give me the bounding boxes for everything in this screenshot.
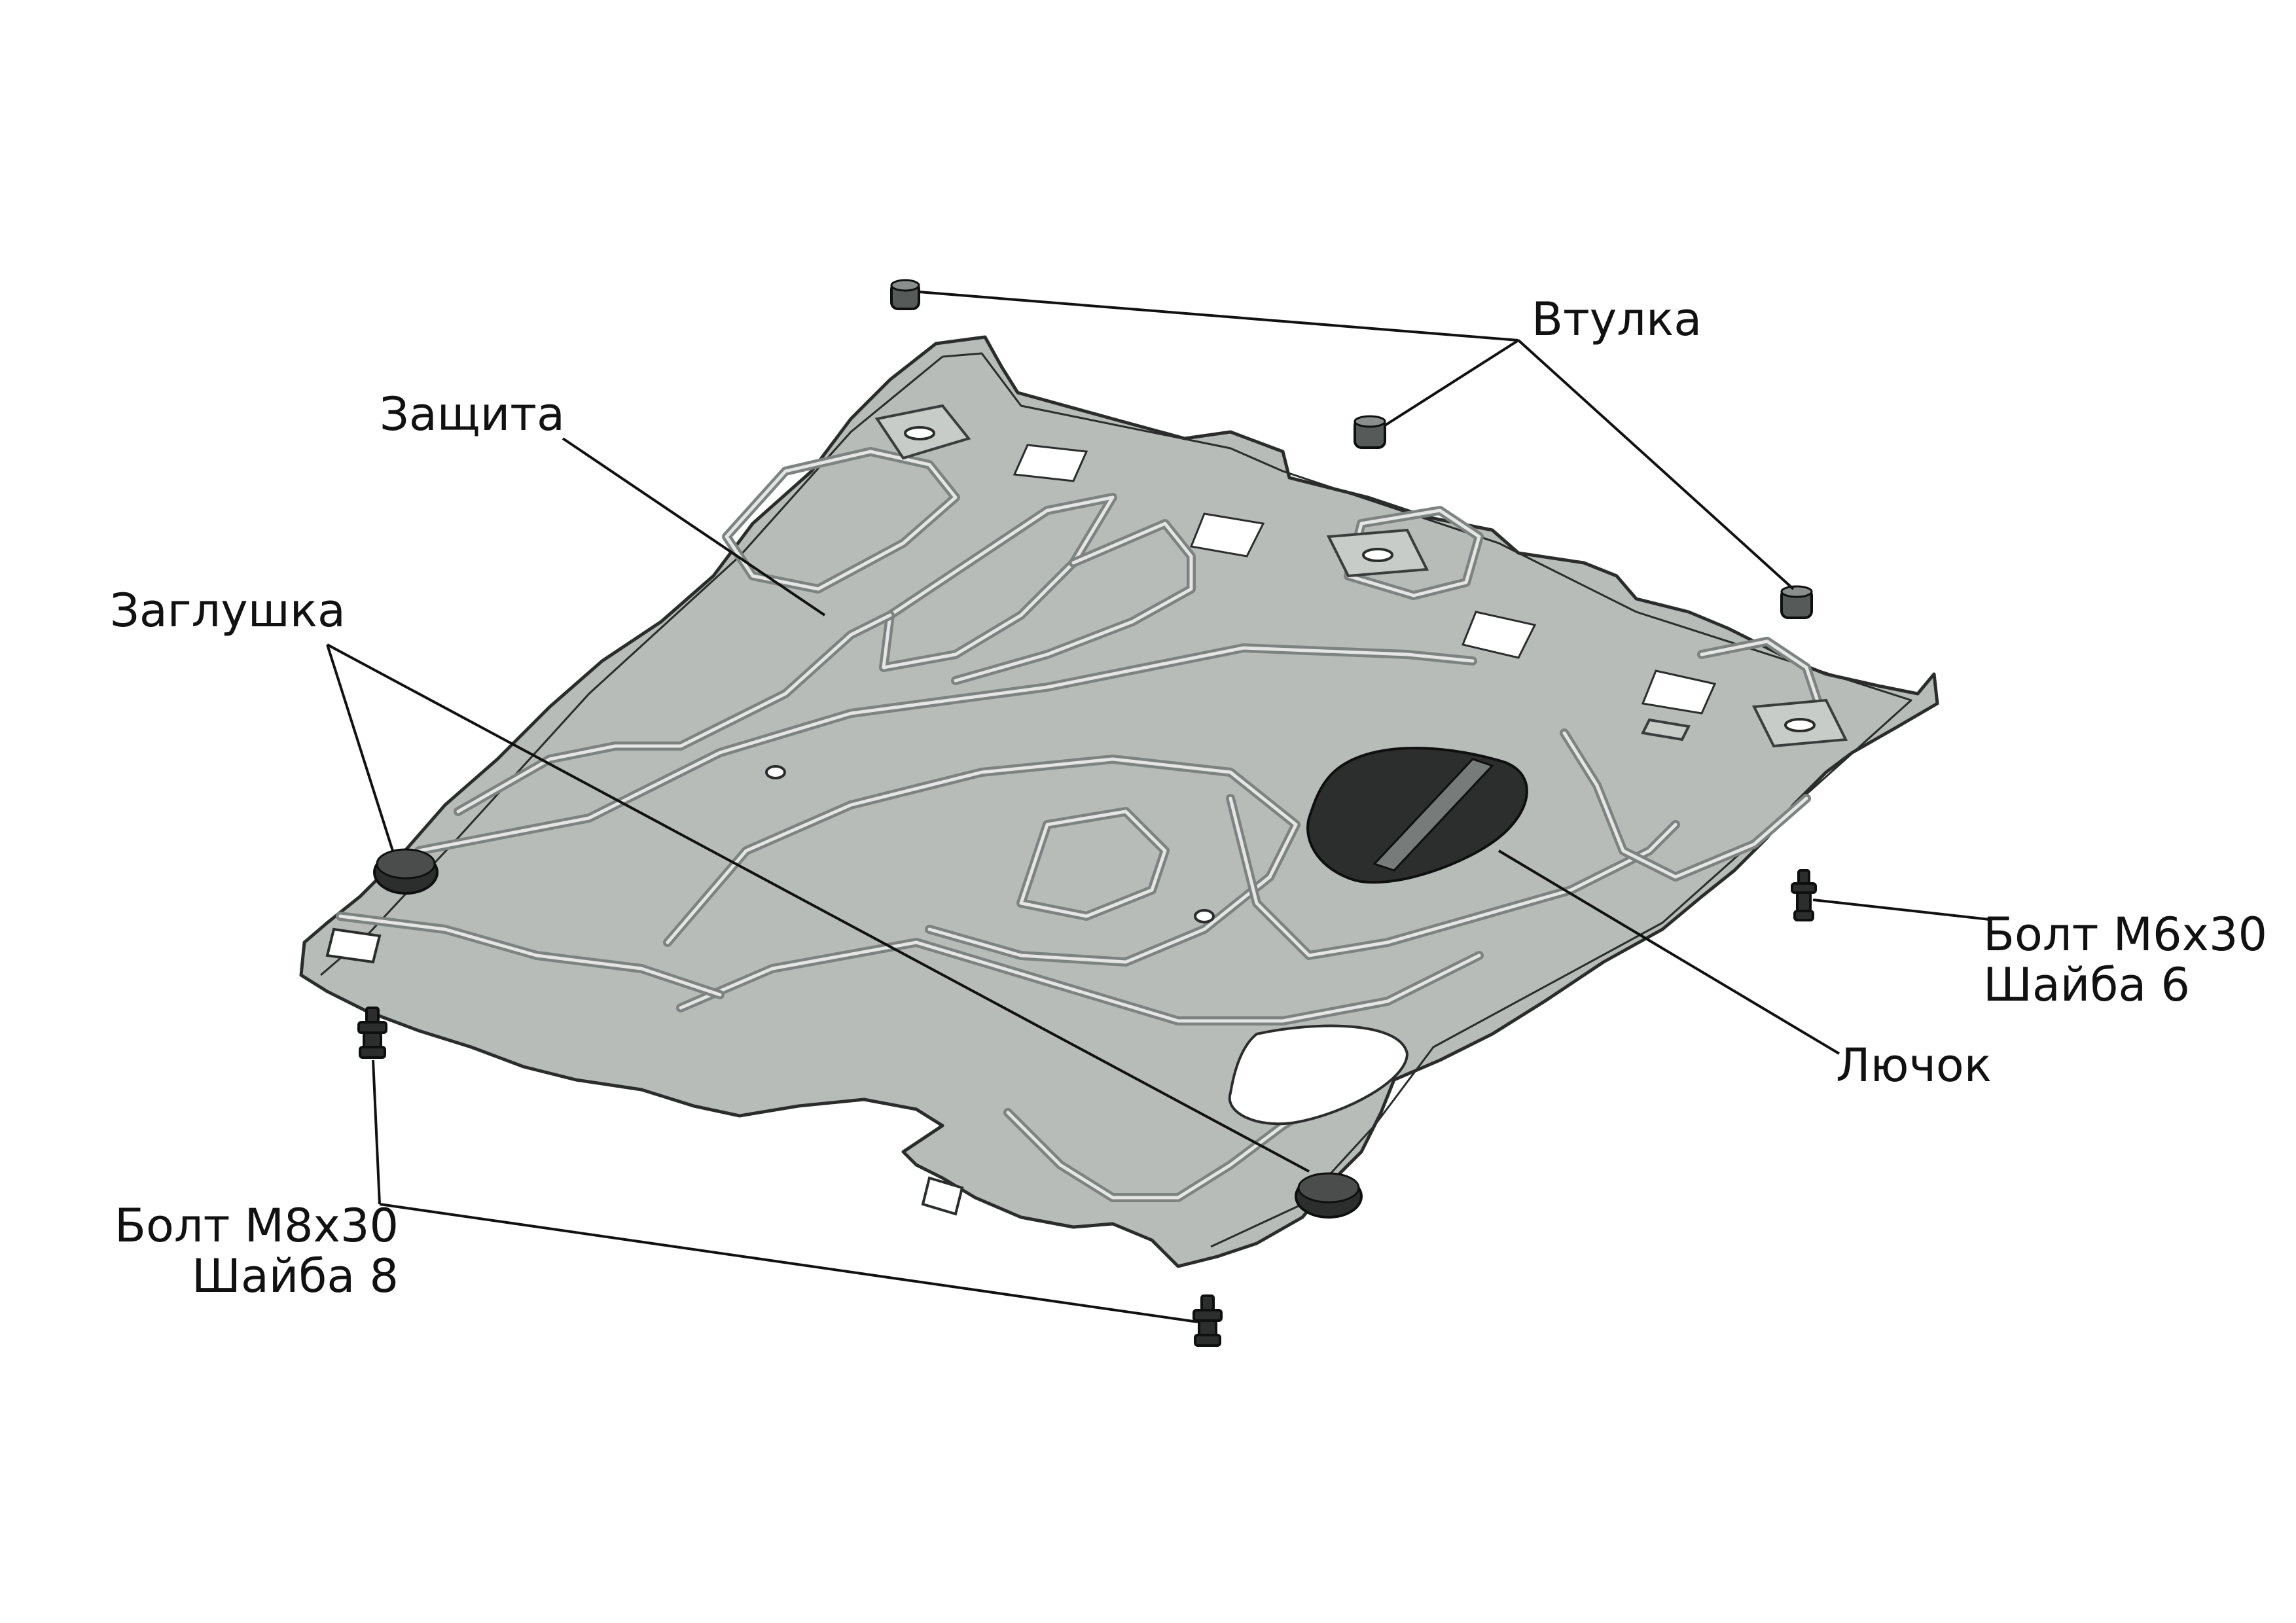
plug-left (373, 848, 439, 895)
leader-bolt-m8-left (372, 1060, 381, 1205)
skid-plate-body (299, 335, 1939, 1268)
label-bolt-m6-line1: Болт М6х30 (1983, 908, 2268, 961)
hatch-cover (1306, 747, 1528, 884)
mounting-tabs (325, 404, 1848, 1216)
label-plug: Заглушка (110, 584, 346, 637)
plate-ribs (336, 447, 1824, 1202)
label-bolt-m6: Болт М6х30 Шайба 6 (1983, 910, 2267, 1010)
label-bolt-m6-line2: Шайба 6 (1983, 958, 2191, 1012)
leader-bushing-3 (1517, 339, 1795, 590)
bushing-1 (890, 279, 920, 310)
leader-bolt-m6 (1812, 899, 1990, 921)
label-bolt-m8-line1: Болт М8х30 (115, 1199, 399, 1253)
bolt-m6 (1791, 869, 1817, 921)
leader-plug-right (327, 643, 1310, 1173)
label-bushing: Втулка (1532, 293, 1702, 346)
bolt-m8-left (357, 1007, 387, 1059)
label-bolt-m8-line2: Шайба 8 (191, 1249, 399, 1303)
skid-plate (299, 335, 1939, 1268)
leader-bushing-1 (918, 291, 1519, 342)
plate-slots (1013, 444, 1717, 741)
front-opening (1228, 1024, 1409, 1126)
bolt-m8-right (1193, 1294, 1223, 1347)
leader-bushing-2 (1384, 339, 1520, 427)
leader-bolt-m8-right (379, 1203, 1198, 1323)
label-shield: Защита (380, 387, 565, 441)
plug-right (1295, 1172, 1363, 1219)
bushing-3 (1780, 585, 1813, 619)
label-hatch: Лючок (1836, 1039, 1992, 1092)
leader-lines (326, 291, 1990, 1323)
label-bolt-m8: Болт М8х30 Шайба 8 (115, 1201, 399, 1302)
bushing-2 (1354, 415, 1386, 449)
leader-hatch (1498, 849, 1840, 1055)
leader-shield (562, 437, 826, 616)
leader-plug-left (326, 644, 394, 851)
